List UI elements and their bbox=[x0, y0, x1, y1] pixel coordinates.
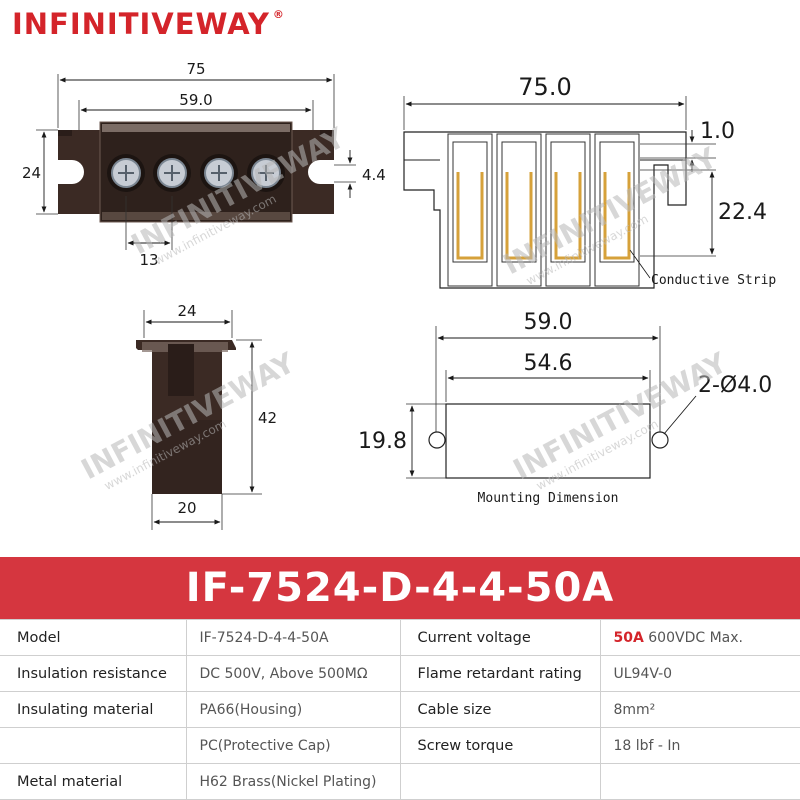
spec-value: DC 500V, Above 500MΩ bbox=[185, 655, 401, 692]
spec-value: 8mm² bbox=[599, 691, 800, 728]
front-span-label: 59.0 bbox=[179, 91, 212, 109]
spec-value: 18 lbf - In bbox=[599, 727, 800, 764]
spec-value: PC(Protective Cap) bbox=[185, 727, 401, 764]
side-overall-label: 75.0 bbox=[518, 73, 571, 101]
spec-label: Current voltage bbox=[399, 619, 601, 656]
spec-value-text: UL94V-0 bbox=[613, 665, 673, 682]
mount-span-label: 59.0 bbox=[524, 310, 573, 335]
spec-label: Insulating material bbox=[0, 691, 187, 728]
mount-inner-label: 54.6 bbox=[524, 351, 573, 376]
spec-value-text: 600VDC Max. bbox=[643, 629, 743, 646]
side-strip-label: 22.4 bbox=[718, 200, 767, 225]
spec-value: H62 Brass(Nickel Plating) bbox=[185, 763, 401, 800]
product-title-band: IF-7524-D-4-4-50A bbox=[0, 557, 800, 619]
spec-value: IF-7524-D-4-4-50A bbox=[185, 619, 401, 656]
front-overall-label: 75 bbox=[186, 60, 205, 78]
spec-label: Metal material bbox=[0, 763, 187, 800]
front-pitch-label: 13 bbox=[139, 251, 158, 269]
front-height-label: 24 bbox=[22, 164, 41, 182]
conductive-strip-callout: Conductive Strip bbox=[651, 273, 776, 288]
spec-value-text: 8mm² bbox=[613, 701, 656, 718]
spec-label: Screw torque bbox=[399, 727, 601, 764]
spec-row: PC(Protective Cap)Screw torque 18 lbf - I… bbox=[0, 727, 800, 764]
drawing-canvas: 75 59.0 bbox=[22, 60, 776, 530]
spec-value: UL94V-0 bbox=[599, 655, 800, 692]
side-top-label: 1.0 bbox=[700, 119, 735, 144]
spec-value: PA66(Housing) bbox=[185, 691, 401, 728]
end-width-bottom-label: 20 bbox=[177, 499, 196, 517]
spec-label: Insulation resistance bbox=[0, 655, 187, 692]
mounting-view: 59.0 54.6 19.8 2-Ø4.0 Mounting Dimension bbox=[358, 310, 772, 506]
end-height-label: 42 bbox=[258, 409, 277, 427]
mount-height-label: 19.8 bbox=[358, 429, 407, 454]
spec-value-highlight: 50A bbox=[613, 629, 644, 646]
end-width-top-label: 24 bbox=[177, 302, 196, 320]
spec-value: 50A 600VDC Max. bbox=[599, 619, 800, 656]
mounting-caption: Mounting Dimension bbox=[478, 491, 619, 506]
end-view: 24 42 20 bbox=[136, 302, 277, 530]
brand-logo: INFINITIVEWAY ® bbox=[12, 4, 284, 44]
front-screws bbox=[107, 154, 285, 192]
technical-drawings: 75 59.0 bbox=[0, 45, 800, 555]
product-title: IF-7524-D-4-4-50A bbox=[185, 565, 615, 611]
spec-label: Model bbox=[0, 619, 187, 656]
front-slot-label: 4.4 bbox=[362, 166, 386, 184]
side-view: 75.0 1.0 22. bbox=[403, 73, 776, 289]
spec-label bbox=[399, 763, 601, 800]
front-view: 75 59.0 bbox=[22, 60, 386, 269]
brand-name: INFINITIVEWAY bbox=[12, 7, 270, 41]
mount-holes-label: 2-Ø4.0 bbox=[698, 373, 772, 398]
spec-label: Flame retardant rating bbox=[399, 655, 601, 692]
spec-label: Cable size bbox=[399, 691, 601, 728]
spec-value-text: 18 lbf - In bbox=[613, 737, 681, 754]
spec-label bbox=[0, 727, 187, 764]
registered-mark: ® bbox=[272, 8, 284, 21]
spec-value bbox=[599, 763, 800, 800]
